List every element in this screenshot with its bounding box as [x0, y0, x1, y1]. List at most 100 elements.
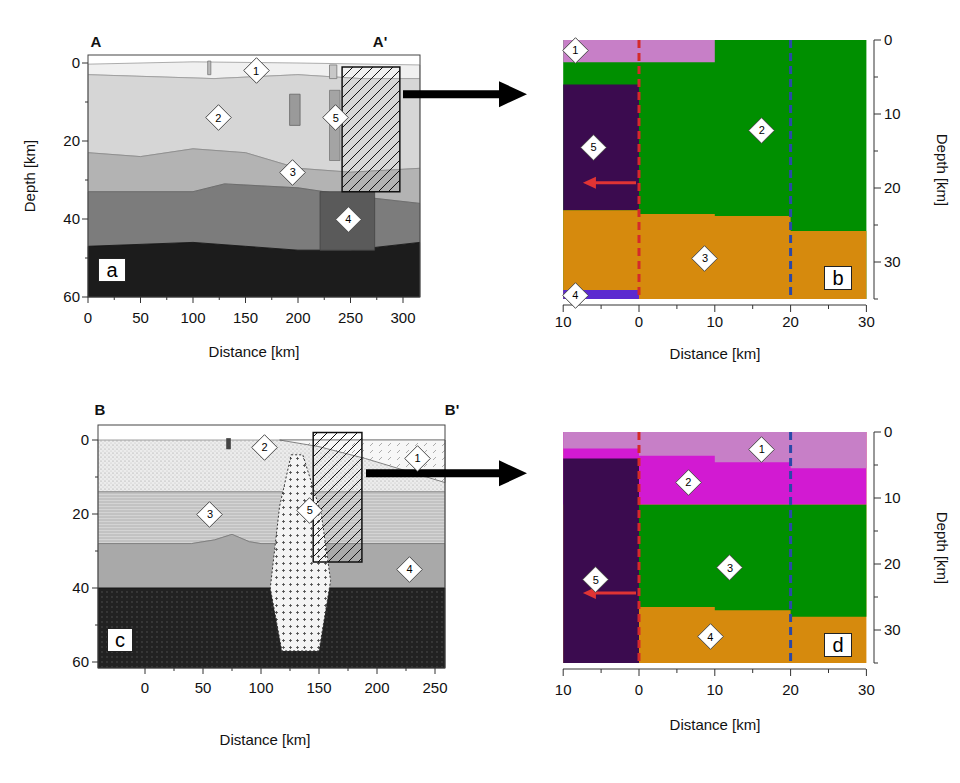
axis-title: Depth [km] [934, 134, 951, 207]
tick-mark [874, 225, 878, 226]
callout-diamond: 3 [691, 245, 718, 272]
tick-mark [85, 102, 88, 103]
axis-tick-label: 250 [422, 680, 447, 697]
diamond-shape [563, 282, 589, 308]
axis-tick-label: 10 [884, 490, 901, 507]
callout-number: 3 [727, 562, 733, 574]
panel-letter: d [832, 634, 843, 656]
tick-mark [874, 77, 878, 78]
panel-d [563, 432, 881, 676]
tick-mark [114, 297, 115, 300]
callout-number: 2 [759, 124, 765, 136]
callout-number: 5 [307, 504, 313, 516]
tick-mark [376, 297, 377, 300]
plot-background [98, 425, 445, 440]
tick-mark [219, 297, 220, 300]
tick-mark [874, 432, 881, 433]
diamond-shape [692, 245, 718, 271]
small-body [208, 61, 211, 75]
tick-mark [874, 564, 881, 565]
axis-tick-label: 0 [884, 424, 892, 441]
tick-mark [601, 305, 602, 309]
callout-number: 4 [406, 563, 412, 575]
tick-mark [828, 669, 829, 673]
callout-diamond: 2 [748, 117, 775, 144]
tick-mark [563, 305, 564, 312]
tick-mark [82, 141, 88, 142]
tick-mark [874, 531, 878, 532]
axis-tick-label: 50 [195, 680, 212, 697]
axis-tick-label: 40 [63, 211, 80, 228]
axis-tick-label: 250 [338, 310, 363, 327]
layer-3-fill [563, 210, 866, 299]
axis-title: Depth [km] [934, 512, 951, 585]
callout-diamond: 5 [580, 134, 607, 161]
tick-mark [92, 440, 98, 441]
callout-number: 1 [572, 44, 578, 56]
tick-mark [324, 297, 325, 300]
plot-frame [98, 425, 445, 668]
callout-number: 5 [333, 112, 339, 124]
axis-tick-label: 10 [555, 314, 572, 331]
tick-mark [348, 668, 349, 671]
axis-tick-label: 30 [858, 314, 875, 331]
axis-tick-label: 150 [233, 310, 258, 327]
diamond-shape [563, 38, 589, 64]
axis-title: Distance [km] [220, 732, 311, 749]
callout-number: 5 [590, 141, 596, 153]
callout-diamond: 1 [748, 436, 775, 463]
axis-tick-label: 20 [884, 556, 901, 573]
arrow-head [583, 177, 596, 189]
axis-title: Distance [km] [670, 346, 761, 363]
axis-tick-label: 150 [306, 680, 331, 697]
callout-number: 2 [215, 112, 221, 124]
callout-diamond: 4 [697, 623, 724, 650]
diamond-shape [675, 469, 701, 495]
layer-4-fill [563, 432, 866, 663]
tick-mark [377, 668, 378, 674]
callout-number: 1 [759, 443, 765, 455]
panel-letter: a [106, 259, 117, 281]
tick-mark [140, 297, 141, 303]
tick-mark [714, 669, 715, 676]
callout-diamond: 2 [251, 434, 278, 461]
callout-diamond: 1 [243, 57, 270, 84]
tick-mark [676, 669, 677, 673]
axis-tick-label: 200 [285, 310, 310, 327]
body-block [320, 192, 375, 251]
axis-tick-label: 0 [635, 314, 643, 331]
small-body [290, 94, 301, 125]
callout-diamond: 4 [396, 556, 423, 583]
tick-mark [874, 597, 878, 598]
tick-mark [874, 630, 881, 631]
panel-letter: c [115, 629, 125, 651]
tick-mark [193, 297, 194, 303]
diamond-shape [581, 134, 607, 160]
hatched-zoom-box [342, 67, 400, 192]
callout-diamond: 5 [582, 566, 609, 593]
tick-mark [271, 297, 272, 300]
callout-diamond: 2 [675, 469, 702, 496]
axis-tick-label: 10 [884, 106, 901, 123]
axis-tick-label: 30 [884, 254, 901, 271]
callout-number: 4 [707, 631, 713, 643]
tick-mark [874, 151, 878, 152]
tick-mark [828, 305, 829, 309]
diamond-shape [252, 435, 278, 461]
tick-mark [714, 305, 715, 312]
panel-letter-box: c [107, 628, 133, 652]
tick-mark [174, 668, 175, 671]
tick-mark [145, 668, 146, 674]
callout-diamond: 5 [296, 497, 323, 524]
tick-mark [298, 297, 299, 303]
axis-tick-label: 0 [141, 680, 149, 697]
diamond-shape [197, 501, 223, 527]
axis-tick-label: 0 [72, 55, 80, 72]
axis-tick-label: 20 [782, 682, 799, 699]
axis-tick-label: 100 [248, 680, 273, 697]
axis-tick-label: 200 [364, 680, 389, 697]
diamond-shape [397, 557, 423, 583]
section-end-label: B' [445, 402, 459, 419]
hatched-zoom-box [313, 433, 362, 562]
